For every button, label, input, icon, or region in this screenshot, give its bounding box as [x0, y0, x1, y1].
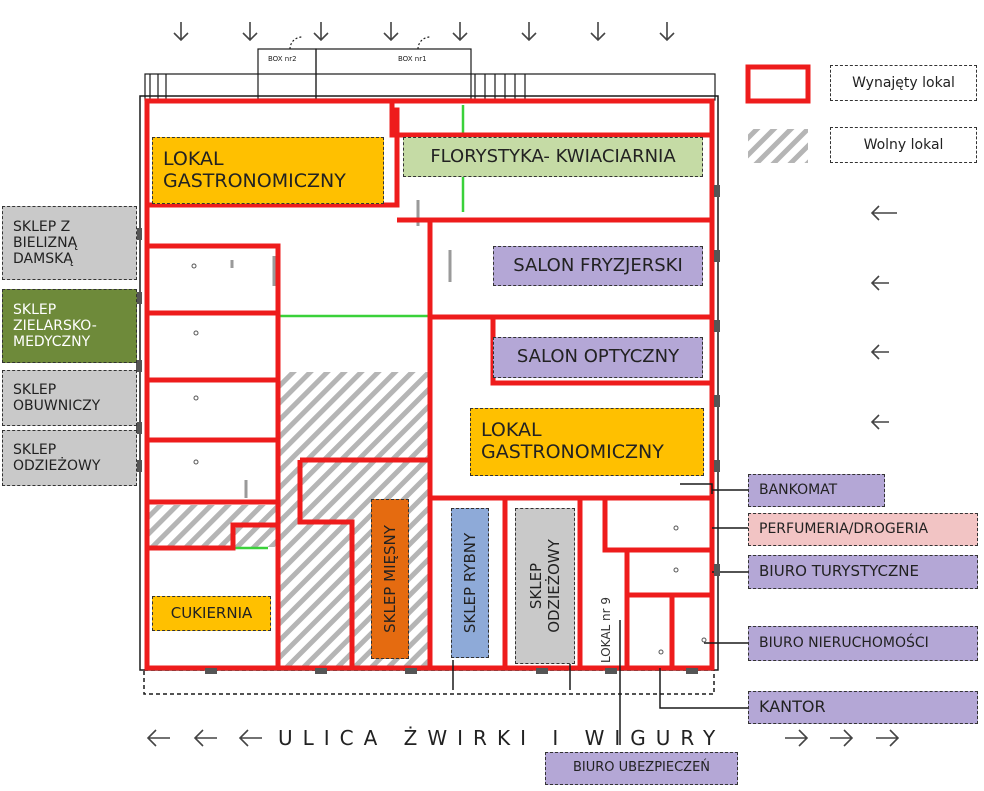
- pointer-lines: [452, 483, 748, 745]
- unit-label-atm: BANKOMAT: [748, 474, 885, 507]
- fixture-markers: [191, 263, 707, 655]
- unit-label-fish-text: SKLEP RYBNY: [461, 532, 479, 634]
- unit-label-florist: FLORYSTYKA- KWIACIARNIA: [403, 137, 703, 177]
- interior-walls: [230, 200, 564, 660]
- unit-label-lingerie: SKLEP Z BIELIZNĄ DAMSKĄ: [2, 206, 137, 280]
- unit-label-9: LOKAL nr 9: [594, 590, 618, 670]
- unit-label-pastry: CUKIERNIA: [152, 596, 271, 631]
- street-name: ULICA ŻWIRKI I WIGURY: [278, 726, 726, 750]
- unit-label-clothes-mid-text: SKLEP ODZIEŻOWY: [527, 539, 564, 633]
- unit-label-butcher-text: SKLEP MIĘSNY: [381, 525, 400, 633]
- exterior-columns: [136, 185, 720, 674]
- unit-label-real-estate: BIURO NIERUCHOMOŚCI: [748, 626, 978, 661]
- unit-label-9-text: LOKAL nr 9: [599, 596, 613, 664]
- unit-label-perfumery: PERFUMERIA/DROGERIA: [748, 513, 978, 546]
- box-strip: [144, 36, 716, 101]
- arrow-down-icon: [173, 22, 675, 42]
- unit-label-insurance: BIURO UBEZPIECZEŃ: [545, 752, 738, 785]
- legend-free-label: Wolny lokal: [830, 127, 977, 163]
- unit-label-gastro-2: LOKAL GASTRONOMICZNY: [470, 408, 704, 476]
- rented-unit-borders: [144, 98, 715, 671]
- arrow-left-icon: [146, 729, 262, 747]
- unit-label-travel: BIURO TURYSTYCZNE: [748, 555, 978, 589]
- unit-label-hairdresser: SALON FRYZJERSKI: [493, 246, 703, 286]
- box-1-label: BOX nr1: [398, 55, 427, 63]
- unit-label-clothes-mid: SKLEP ODZIEŻOWY: [515, 508, 575, 664]
- legend-rented-swatch: [745, 64, 811, 104]
- unit-label-optician: SALON OPTYCZNY: [493, 337, 703, 378]
- unit-label-clothes-left: SKLEP ODZIEŻOWY: [2, 430, 137, 486]
- unit-label-herbal: SKLEP ZIELARSKO-MEDYCZNY: [2, 289, 137, 363]
- unit-label-gastro-1: LOKAL GASTRONOMICZNY: [152, 137, 384, 204]
- unit-label-shoes: SKLEP OBUWNICZY: [2, 370, 137, 426]
- legend-rented-label: Wynajęty lokal: [830, 65, 977, 101]
- unit-label-butcher: SKLEP MIĘSNY: [371, 499, 409, 659]
- legend-free-swatch: [748, 129, 808, 163]
- unit-label-fish: SKLEP RYBNY: [451, 508, 489, 658]
- box-2-label: BOX nr2: [268, 55, 297, 63]
- arrow-left-icon: [870, 205, 897, 430]
- arrow-right-icon: [785, 729, 900, 747]
- unit-label-exchange: KANTOR: [748, 691, 978, 724]
